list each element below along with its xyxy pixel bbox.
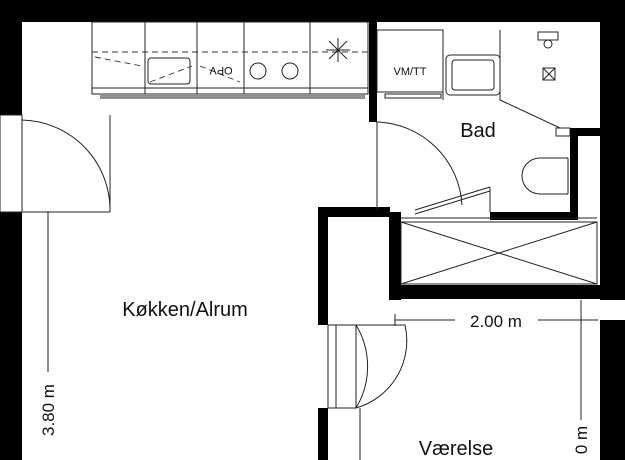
refrigerator-symbol	[326, 38, 350, 62]
wall-top	[0, 0, 625, 22]
wall-left-upper	[0, 0, 22, 115]
wall-right-lower	[600, 320, 625, 460]
wall-bath-lower	[490, 212, 570, 220]
room-label-bedroom: Værelse	[419, 438, 493, 460]
wall-closet-left	[389, 212, 401, 300]
room-label-bath: Bad	[460, 120, 496, 142]
dishwasher-label: OPV	[209, 64, 233, 76]
dimension-height-right: 0 m	[572, 300, 591, 454]
entry-door	[0, 114, 111, 213]
wall-bath-left	[369, 22, 377, 122]
dimension-label-height-left: 3.80 m	[39, 384, 58, 436]
closet	[400, 217, 598, 285]
toilet	[521, 157, 568, 195]
dimension-height-left: 3.80 m	[39, 211, 58, 436]
wall-bedroom-top	[318, 207, 390, 217]
wall-closet-bottom	[389, 285, 625, 299]
washbasin	[445, 54, 501, 96]
bedroom-door	[327, 324, 408, 460]
bathroom: VM/TT Bad	[376, 29, 571, 215]
wall-right-top	[600, 0, 625, 300]
wall-left-lower	[0, 212, 22, 460]
room-label-kitchen: Køkken/Alrum	[122, 299, 248, 321]
dimension-label-width: 2.00 m	[470, 312, 522, 331]
wall-bedroom-left-lower	[318, 408, 328, 460]
wall-bath-right-notch	[570, 128, 578, 220]
dimension-label-height-right: 0 m	[572, 426, 591, 454]
wall-bath-step	[570, 128, 600, 136]
burner-2	[281, 62, 299, 80]
kitchen-counter: OPV	[91, 21, 369, 99]
burner-1	[249, 62, 267, 80]
washer-dryer-label: VM/TT	[394, 66, 427, 78]
wall-bedroom-left-upper	[318, 207, 328, 325]
dimension-width: 2.00 m	[394, 312, 598, 331]
sink	[147, 57, 191, 85]
